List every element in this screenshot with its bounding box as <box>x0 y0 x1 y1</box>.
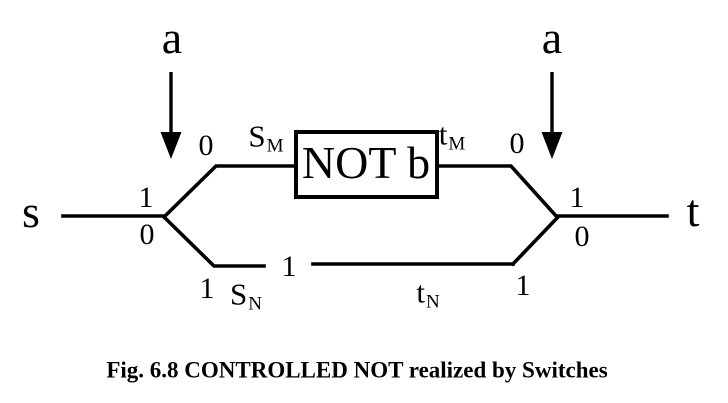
output-terminal-label: t <box>686 185 700 236</box>
arrowhead-icon <box>160 132 182 159</box>
label-t-n-base: t <box>416 274 425 310</box>
contact-value-lower-middle: 1 <box>281 250 297 283</box>
contact-value-lower-right: 1 <box>515 269 531 302</box>
label-s-m: SM <box>248 120 283 155</box>
contact-value-lower-left: 1 <box>199 272 215 305</box>
contact-value-left-junction-up: 1 <box>138 181 154 214</box>
label-t-n-sub: N <box>425 291 440 313</box>
not-gate-box <box>294 130 439 199</box>
input-terminal-label: s <box>22 186 40 237</box>
not-gate-label: NOT b <box>301 137 431 188</box>
wire-right-switch-up <box>433 164 560 220</box>
control-signal-label-right: a <box>541 12 563 63</box>
control-arrow-left-icon <box>160 72 182 159</box>
label-t-m-sub: M <box>448 133 466 155</box>
label-s-n-base: S <box>230 276 248 312</box>
arrowhead-icon <box>541 132 563 159</box>
wire-left-switch-down <box>161 214 266 268</box>
label-s-n: SN <box>230 278 262 313</box>
contact-value-right-junction-down: 0 <box>574 220 590 253</box>
label-t-m-base: t <box>438 116 448 152</box>
contact-value-upper-right: 0 <box>509 127 525 160</box>
figure-caption: Fig. 6.8 CONTROLLED NOT realized by Swit… <box>106 357 608 383</box>
label-s-m-sub: M <box>266 135 284 157</box>
contact-value-left-junction-down: 0 <box>139 218 155 251</box>
control-signal-label-left: a <box>161 12 183 63</box>
contact-value-upper-left: 0 <box>198 129 214 162</box>
label-t-m: tM <box>439 118 466 153</box>
wire-right-switch-down <box>510 215 560 267</box>
label-t-n: tN <box>416 276 439 311</box>
label-s-n-sub: N <box>248 293 262 315</box>
control-arrow-right-icon <box>541 72 563 159</box>
contact-value-right-junction-up: 1 <box>569 181 585 214</box>
wire-left-switch-up <box>161 164 299 220</box>
label-s-m-base: S <box>248 118 266 154</box>
